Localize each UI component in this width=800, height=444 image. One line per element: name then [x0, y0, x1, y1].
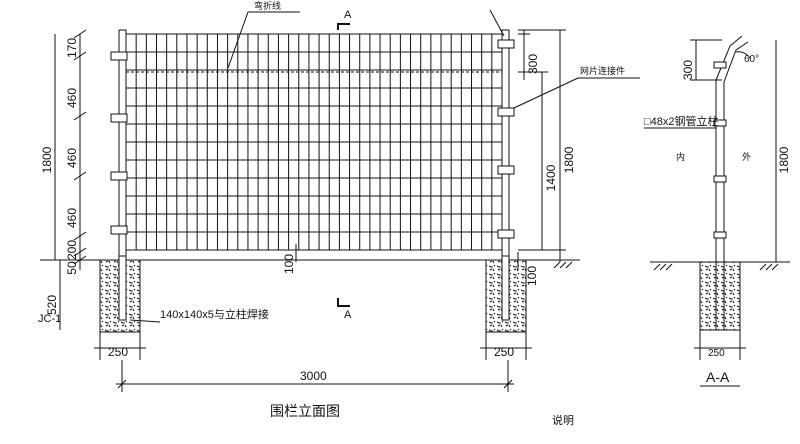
dim-right-1400: 1400 — [544, 164, 558, 191]
section-marker-bottom: A — [344, 309, 352, 321]
section-view — [644, 35, 790, 387]
mesh-panel — [125, 33, 503, 251]
left-dimension-chain — [54, 29, 87, 330]
inside-label: 内 — [676, 151, 685, 162]
section-title: A-A — [706, 369, 730, 385]
dim-base-right: 250 — [494, 345, 514, 359]
post-spec-label: □48x2钢管立柱 — [644, 114, 719, 128]
elevation-title: 围栏立面图 — [270, 403, 340, 419]
dim-left-460-3: 460 — [65, 208, 79, 228]
dim-span: 3000 — [300, 369, 327, 383]
bend-line-label: 弯折线 — [254, 0, 281, 11]
bottom-dimensions — [94, 332, 532, 392]
dim-left-460-1: 460 — [65, 88, 79, 108]
left-post — [110, 29, 128, 321]
dim-left-50: 50 — [65, 261, 79, 275]
ground-line — [40, 259, 790, 271]
dimension-tick — [73, 247, 87, 257]
dimension-tick — [73, 51, 87, 61]
text-labels: A A 弯折线 网片连接件 140x140x5与立柱焊接 JC-1 □48x2钢… — [38, 0, 791, 427]
section-markers — [337, 23, 350, 307]
dimension-tick — [73, 231, 87, 241]
dim-left-200: 200 — [65, 240, 79, 260]
foundation-right — [485, 255, 527, 333]
dimension-tick — [73, 111, 87, 121]
outside-label: 外 — [742, 151, 751, 162]
dim-sec-angle: 60° — [744, 54, 759, 65]
foundation-label: JC-1 — [38, 313, 61, 325]
notes-heading: 说明 — [552, 413, 574, 427]
dim-right-300: 300 — [526, 54, 540, 74]
dimension-tick — [73, 29, 87, 39]
section-marker-top: A — [344, 9, 352, 21]
dim-left-520: 520 — [45, 295, 59, 315]
panel-connector-label: 网片连接件 — [580, 65, 625, 76]
dim-right-1800: 1800 — [562, 146, 576, 173]
weld-note: 140x140x5与立柱焊接 — [160, 307, 269, 321]
right-dimension-chain — [517, 29, 566, 270]
dim-right-100: 100 — [525, 266, 539, 286]
dim-base-left: 250 — [108, 345, 128, 359]
dim-left-170: 170 — [65, 38, 79, 58]
dim-sec-base: 250 — [708, 348, 725, 359]
dim-sec-300: 300 — [681, 60, 695, 80]
dim-left-1800: 1800 — [40, 146, 54, 173]
leaders — [129, 9, 640, 323]
dimension-tick — [73, 255, 87, 265]
dim-sec-1800: 1800 — [777, 146, 791, 173]
dimension-tick — [73, 171, 87, 181]
dim-gap-100: 100 — [282, 254, 296, 274]
dim-left-460-2: 460 — [65, 148, 79, 168]
